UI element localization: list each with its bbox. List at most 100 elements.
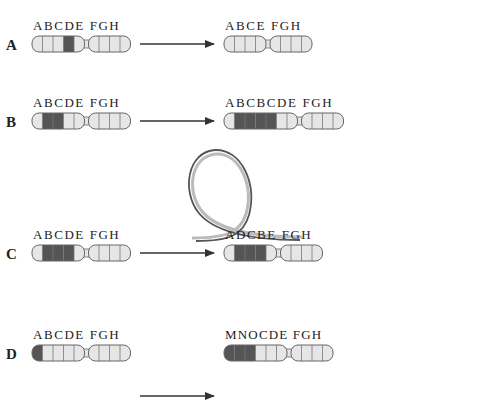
segment-divider bbox=[109, 345, 110, 361]
gene-segment bbox=[235, 245, 246, 261]
segment-divider bbox=[245, 36, 246, 52]
segment-divider bbox=[42, 345, 43, 361]
gene-segment bbox=[235, 36, 246, 52]
gene-segment bbox=[235, 345, 246, 361]
segment-divider bbox=[312, 245, 313, 261]
segment-divider bbox=[322, 113, 323, 129]
segment-divider bbox=[234, 345, 235, 361]
gene-segment bbox=[245, 345, 256, 361]
segment-divider bbox=[120, 345, 121, 361]
loop-strand bbox=[192, 154, 302, 238]
segment-divider bbox=[120, 36, 121, 52]
gene-segment bbox=[245, 36, 256, 52]
segment-divider bbox=[109, 36, 110, 52]
segment-divider bbox=[245, 113, 246, 129]
segment-divider bbox=[99, 245, 100, 261]
chromosome-arm bbox=[89, 36, 131, 52]
chromosome-arm bbox=[224, 245, 277, 261]
segment-divider bbox=[99, 36, 100, 52]
gene-segment bbox=[99, 345, 110, 361]
segment-divider bbox=[42, 113, 43, 129]
segment-divider bbox=[333, 113, 334, 129]
chromosome-arm bbox=[224, 36, 266, 52]
segment-divider bbox=[63, 245, 64, 261]
segment-divider bbox=[287, 113, 288, 129]
segment-divider bbox=[266, 245, 267, 261]
segment-divider bbox=[245, 245, 246, 261]
chromosome-arm bbox=[89, 245, 131, 261]
segment-divider bbox=[276, 113, 277, 129]
gene-segment bbox=[110, 245, 121, 261]
gene-segment bbox=[291, 36, 302, 52]
panel-letter: B bbox=[6, 115, 16, 130]
gene-segment bbox=[277, 113, 288, 129]
gene-segment bbox=[291, 245, 302, 261]
gene-segment bbox=[99, 113, 110, 129]
segment-divider bbox=[53, 245, 54, 261]
gene-segment bbox=[110, 113, 121, 129]
segment-divider bbox=[312, 113, 313, 129]
gene-segment bbox=[281, 36, 292, 52]
segment-divider bbox=[53, 345, 54, 361]
gene-segment bbox=[312, 113, 323, 129]
gene-segment bbox=[64, 113, 75, 129]
segment-divider bbox=[255, 345, 256, 361]
segment-divider bbox=[276, 345, 277, 361]
arrow bbox=[140, 252, 214, 253]
segment-divider bbox=[74, 345, 75, 361]
gene-segment bbox=[256, 113, 267, 129]
gene-segment bbox=[99, 245, 110, 261]
arrow bbox=[140, 395, 214, 396]
segment-divider bbox=[234, 113, 235, 129]
gene-sequence: ABCE FGH bbox=[225, 19, 302, 32]
segment-divider bbox=[255, 113, 256, 129]
segment-divider bbox=[42, 245, 43, 261]
chromosome-arm bbox=[281, 245, 323, 261]
gene-segment bbox=[64, 36, 75, 52]
gene-segment bbox=[245, 113, 256, 129]
segment-divider bbox=[63, 36, 64, 52]
gene-segment bbox=[43, 113, 54, 129]
segment-divider bbox=[291, 245, 292, 261]
segment-divider bbox=[74, 36, 75, 52]
chromosome bbox=[224, 113, 344, 129]
gene-sequence: ABCDE FGH bbox=[33, 328, 120, 341]
gene-segment bbox=[256, 245, 267, 261]
gene-segment bbox=[312, 345, 323, 361]
segment-divider bbox=[234, 36, 235, 52]
gene-sequence: ABCDE FGH bbox=[33, 19, 120, 32]
segment-divider bbox=[63, 113, 64, 129]
arrow bbox=[140, 120, 214, 121]
gene-segment bbox=[53, 113, 64, 129]
segment-divider bbox=[109, 245, 110, 261]
segment-divider bbox=[312, 345, 313, 361]
gene-segment bbox=[256, 345, 267, 361]
chromosomes bbox=[32, 36, 344, 361]
chromosome-arm bbox=[270, 36, 312, 52]
chromosome-arm bbox=[32, 113, 85, 129]
gene-sequence: ABCDE FGH bbox=[33, 228, 120, 241]
gene-segment bbox=[245, 245, 256, 261]
segment-divider bbox=[255, 245, 256, 261]
gene-segment bbox=[53, 345, 64, 361]
gene-segment bbox=[43, 36, 54, 52]
segment-divider bbox=[280, 36, 281, 52]
gene-sequence: ABCDE FGH bbox=[33, 96, 120, 109]
gene-segment bbox=[266, 113, 277, 129]
segment-divider bbox=[255, 36, 256, 52]
chromosome-arm bbox=[291, 345, 333, 361]
gene-segment bbox=[99, 36, 110, 52]
segment-divider bbox=[120, 113, 121, 129]
gene-segment bbox=[323, 113, 334, 129]
chromosome-arm bbox=[89, 113, 131, 129]
panel-letter: C bbox=[6, 247, 17, 262]
segment-divider bbox=[109, 113, 110, 129]
gene-segment bbox=[302, 245, 313, 261]
gene-sequence: ABCBCDE FGH bbox=[225, 96, 333, 109]
segment-divider bbox=[234, 245, 235, 261]
gene-segment bbox=[235, 113, 246, 129]
mutation-arrows bbox=[140, 44, 214, 396]
gene-segment bbox=[64, 245, 75, 261]
panel-letter: D bbox=[6, 347, 17, 362]
